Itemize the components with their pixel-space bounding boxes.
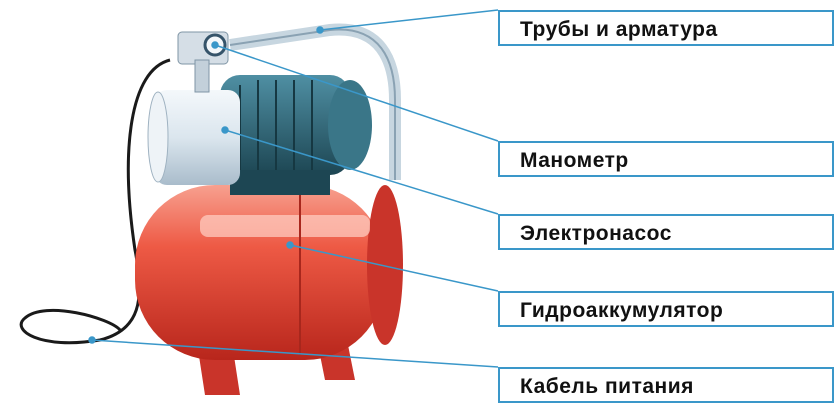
label-pipes-text: Трубы и арматура	[520, 18, 718, 41]
label-accumulator-text: Гидроаккумулятор	[520, 299, 724, 322]
label-pipes: Трубы и арматура	[498, 10, 834, 46]
label-pump: Электронасос	[498, 214, 834, 250]
label-accumulator: Гидроаккумулятор	[498, 291, 834, 327]
callout-line-cable	[91, 339, 499, 368]
label-cable: Кабель питания	[498, 367, 834, 403]
accumulator-tank	[135, 185, 385, 360]
callout-line-accumulator	[289, 244, 499, 292]
pump-housing	[155, 90, 240, 185]
label-pump-text: Электронасос	[520, 222, 672, 245]
label-gauge: Манометр	[498, 141, 834, 177]
callout-line-gauge	[214, 44, 499, 142]
label-cable-text: Кабель питания	[520, 375, 694, 398]
electric-motor	[220, 75, 350, 175]
power-cable	[19, 58, 171, 345]
callout-line-pipes	[319, 9, 499, 31]
callout-line-pump	[224, 129, 499, 215]
label-gauge-text: Манометр	[520, 149, 629, 172]
